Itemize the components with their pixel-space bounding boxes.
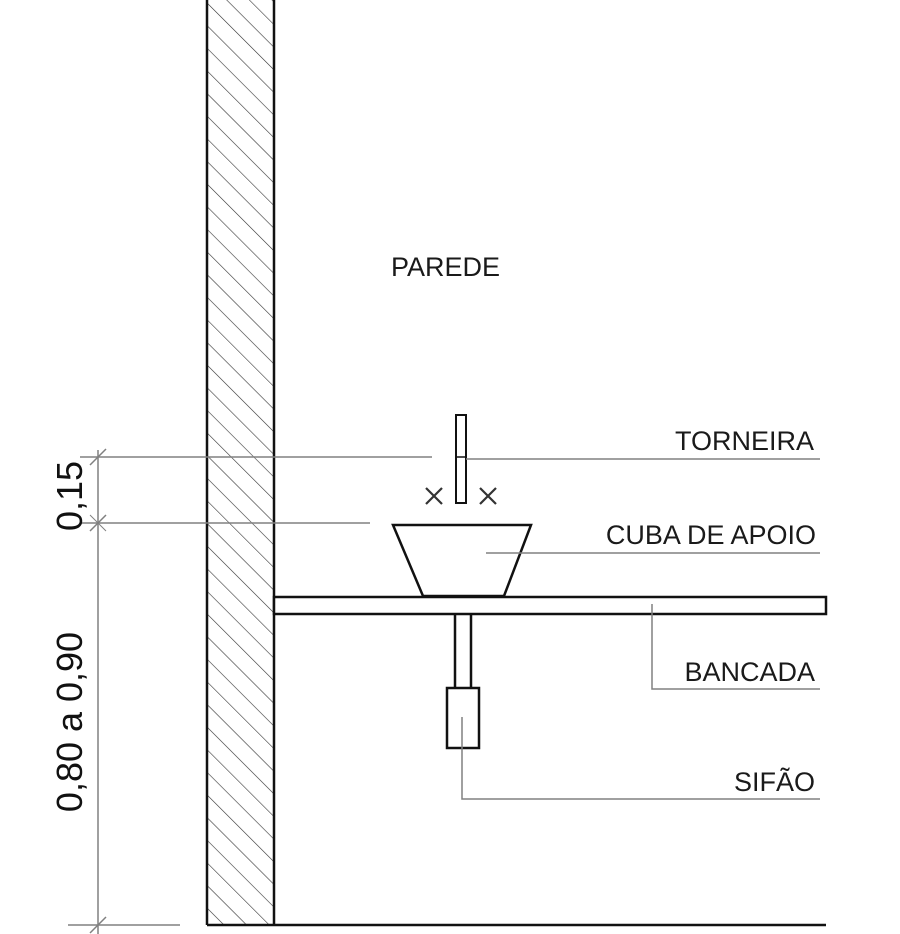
label-wall: PAREDE [391,252,500,282]
basin-cuba [391,523,533,598]
drain-pipe [453,614,473,688]
label-counter: BANCADA [684,657,815,687]
label-basin: CUBA DE APOIO [606,520,816,550]
label-siphon: SIFÃO [734,766,815,797]
faucet-handle-icon [425,487,497,505]
dimension-080-090: 0,80 a 0,90 [49,632,90,812]
counter-bancada [272,595,828,616]
wall [205,0,276,925]
siphon-sifao [445,686,481,750]
label-faucet: TORNEIRA [675,426,814,456]
dimension-lines [68,448,432,934]
leader-lines [461,458,820,800]
dimension-015: 0,15 [49,461,90,531]
faucet-torneira [455,414,467,504]
